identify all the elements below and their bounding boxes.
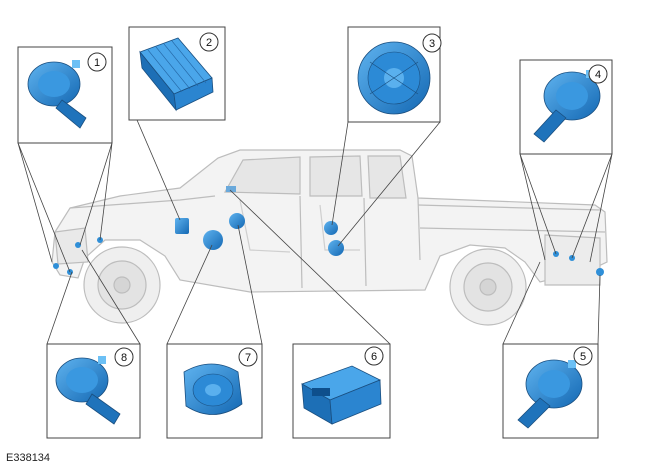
part-5-sensor [517, 359, 583, 429]
callout-marker-8: 8 [114, 347, 134, 367]
sensor-icon [596, 268, 604, 276]
callout-marker-4: 4 [588, 64, 608, 84]
part-2-module [139, 37, 214, 112]
figure-code: E338134 [6, 452, 51, 464]
part-1-sensor [27, 60, 87, 129]
part-3-speaker [357, 41, 431, 115]
callout-marker-5: 5 [573, 346, 593, 366]
callout-marker-7: 7 [238, 347, 258, 367]
part-8-sensor [55, 356, 121, 425]
module-icon [226, 186, 236, 192]
part-7-speaker [183, 363, 243, 415]
speaker-icon [324, 221, 338, 235]
sensor-icon [53, 263, 59, 269]
svg-text:7: 7 [245, 352, 251, 364]
installed-components [53, 186, 604, 276]
speaker-icon [203, 230, 223, 250]
part-6-module [301, 365, 382, 425]
svg-text:4: 4 [595, 69, 601, 81]
speaker-icon [229, 213, 245, 229]
svg-text:6: 6 [371, 351, 377, 363]
leader-lines [17, 119, 613, 345]
speaker-icon [328, 240, 344, 256]
svg-text:8: 8 [121, 352, 127, 364]
callout-marker-6: 6 [364, 346, 384, 366]
callout-marker-3: 3 [422, 33, 442, 53]
svg-text:3: 3 [429, 38, 435, 50]
callout-marker-2: 2 [199, 32, 219, 52]
svg-text:1: 1 [94, 57, 100, 69]
sensor-icon [75, 242, 81, 248]
callout-markers: 1 2 3 4 5 6 7 8 [87, 32, 608, 367]
svg-text:5: 5 [580, 351, 586, 363]
svg-text:2: 2 [206, 37, 212, 49]
callout-marker-1: 1 [87, 52, 107, 72]
module-icon [175, 218, 189, 234]
